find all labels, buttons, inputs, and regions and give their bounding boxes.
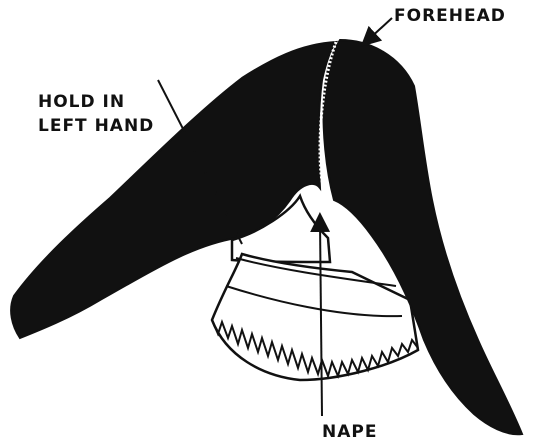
nape-label: NAPE bbox=[322, 424, 377, 441]
forehead-label: FOREHEAD bbox=[394, 8, 506, 25]
right-hair-strand bbox=[323, 40, 522, 434]
hold-label-line1: HOLD IN bbox=[38, 94, 125, 111]
hold-label-line2: LEFT HAND bbox=[38, 118, 154, 135]
forehead-arrow bbox=[368, 18, 392, 40]
